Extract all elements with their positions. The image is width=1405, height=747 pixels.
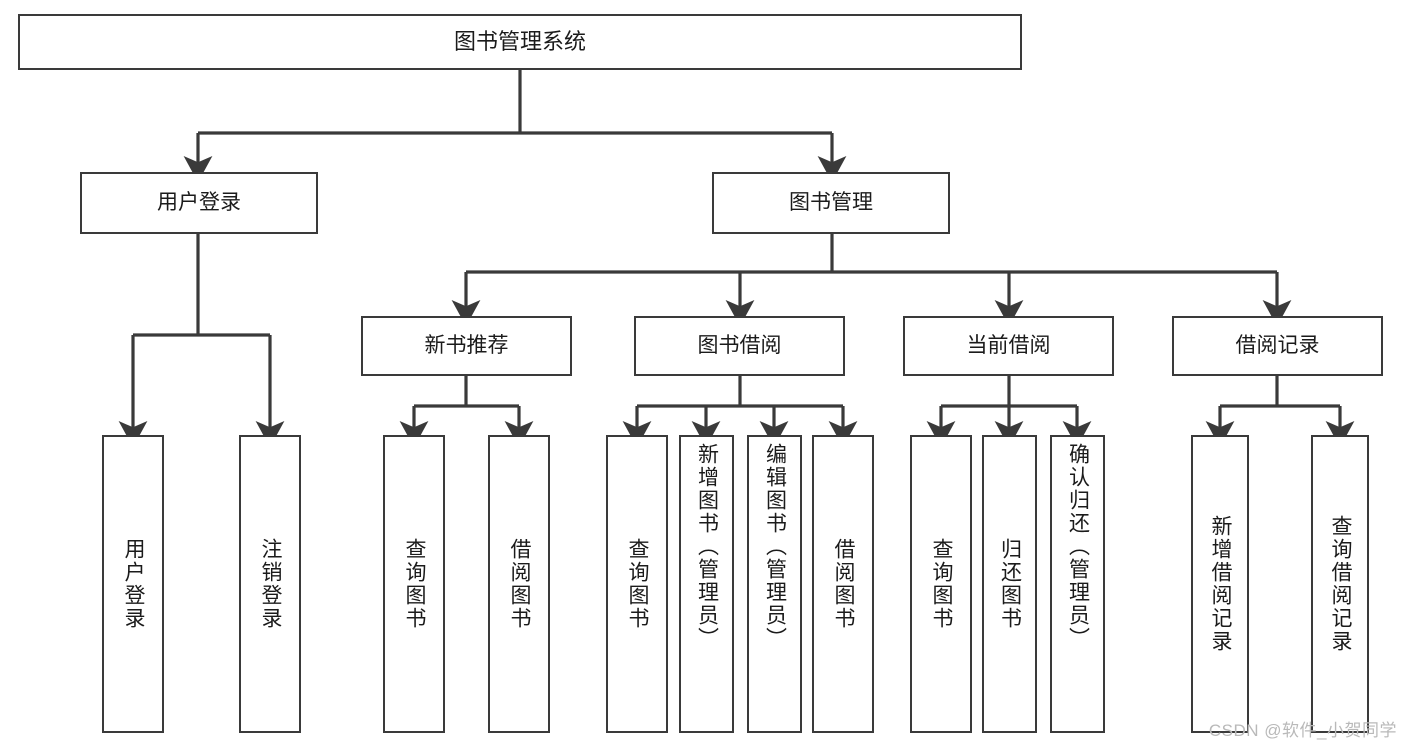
leaf-borrow-add-book[interactable]: 新增图书（管理员） [679,435,734,733]
node-new-book-recommend[interactable]: 新书推荐 [361,316,572,376]
node-book-management-label: 图书管理 [789,191,873,215]
node-borrow-record-label: 借阅记录 [1235,334,1320,358]
leaf-new-book-query-label: 查询图书 [403,538,427,630]
leaf-borrow-borrow-book[interactable]: 借阅图书 [812,435,874,733]
node-user-login[interactable]: 用户登录 [80,172,318,234]
leaf-borrow-edit-book-label: 编辑图书（管理员） [763,443,787,650]
node-root-system[interactable]: 图书管理系统 [18,14,1022,70]
node-root-system-label: 图书管理系统 [453,28,586,54]
leaf-borrow-borrow-book-label: 借阅图书 [832,538,856,630]
leaf-user-login-logout[interactable]: 注销登录 [239,435,301,733]
leaf-borrow-query-label: 查询图书 [626,538,650,630]
leaf-record-add[interactable]: 新增借阅记录 [1191,435,1249,733]
leaf-current-query[interactable]: 查询图书 [910,435,972,733]
leaf-current-confirm-return[interactable]: 确认归还（管理员） [1050,435,1105,733]
node-user-login-label: 用户登录 [157,191,241,215]
leaf-record-add-label: 新增借阅记录 [1209,515,1233,653]
node-new-book-recommend-label: 新书推荐 [424,334,509,358]
leaf-borrow-edit-book[interactable]: 编辑图书（管理员） [747,435,802,733]
leaf-new-book-borrow[interactable]: 借阅图书 [488,435,550,733]
node-book-management[interactable]: 图书管理 [712,172,950,234]
leaf-user-login-logout-label: 注销登录 [259,538,283,630]
leaf-record-query-label: 查询借阅记录 [1329,515,1353,653]
node-borrow-record[interactable]: 借阅记录 [1172,316,1383,376]
leaf-user-login-login-label: 用户登录 [122,538,146,630]
node-book-borrow[interactable]: 图书借阅 [634,316,845,376]
node-book-borrow-label: 图书借阅 [697,334,782,358]
leaf-borrow-query[interactable]: 查询图书 [606,435,668,733]
leaf-current-return-label: 归还图书 [998,538,1022,630]
leaf-record-query[interactable]: 查询借阅记录 [1311,435,1369,733]
leaf-current-return[interactable]: 归还图书 [982,435,1037,733]
leaf-borrow-add-book-label: 新增图书（管理员） [695,443,719,650]
node-current-borrow-label: 当前借阅 [966,334,1051,358]
leaf-new-book-query[interactable]: 查询图书 [383,435,445,733]
leaf-new-book-borrow-label: 借阅图书 [508,538,532,630]
leaf-user-login-login[interactable]: 用户登录 [102,435,164,733]
node-current-borrow[interactable]: 当前借阅 [903,316,1114,376]
leaf-current-query-label: 查询图书 [930,538,954,630]
csdn-watermark: CSDN @软件_小贺同学 [1208,721,1397,740]
leaf-current-confirm-return-label: 确认归还（管理员） [1066,443,1090,650]
